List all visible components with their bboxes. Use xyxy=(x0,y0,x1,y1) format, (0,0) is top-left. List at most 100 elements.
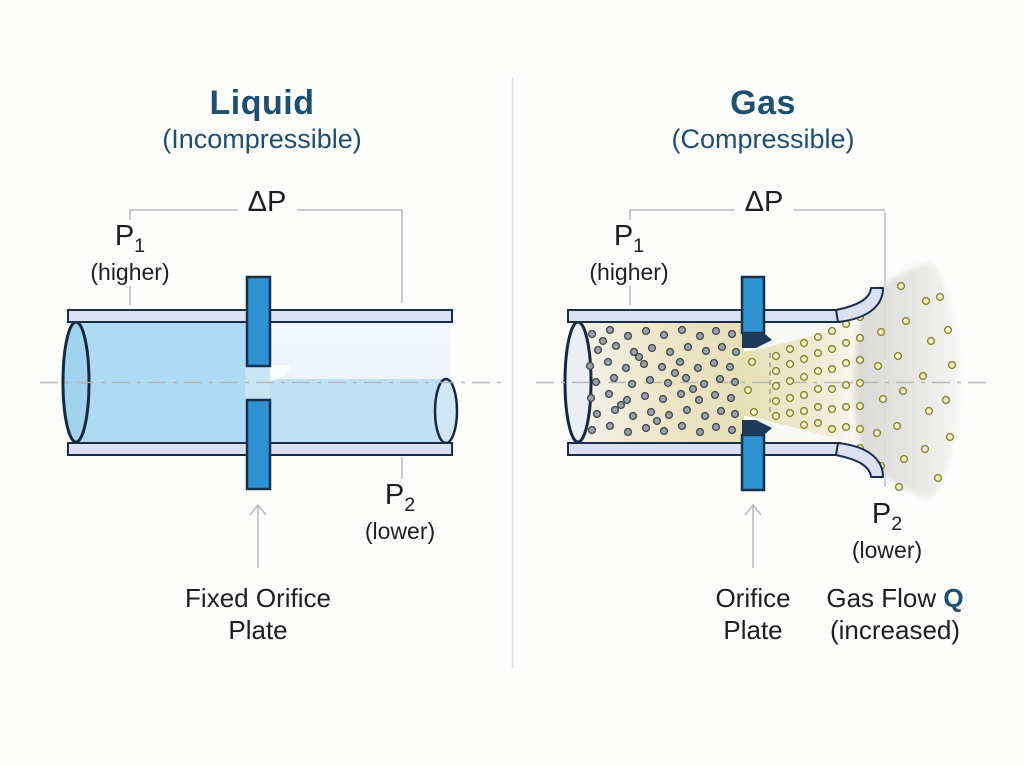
left-p2-note: (lower) xyxy=(360,517,440,545)
gas-molecule-dot xyxy=(926,336,936,346)
gas-molecule-dot xyxy=(621,363,631,373)
gas-molecule-dot xyxy=(827,344,837,354)
gas-molecule-dot xyxy=(682,405,692,415)
gas-molecules-upstream xyxy=(585,325,741,437)
gas-molecule-dot xyxy=(727,329,737,339)
right-p1-note: (higher) xyxy=(585,258,673,286)
left-p1-note: (higher) xyxy=(86,258,174,286)
gas-molecule-dot xyxy=(609,373,619,383)
gas-molecule-dot xyxy=(677,421,687,431)
left-delta-p-label: ΔP xyxy=(237,186,297,219)
gas-molecule-dot xyxy=(876,327,886,337)
gas-molecule-dot xyxy=(730,377,740,387)
gas-molecule-dot xyxy=(623,427,633,437)
gas-molecule-dot xyxy=(785,344,795,354)
gas-molecule-dot xyxy=(715,374,725,384)
gas-molecule-dot xyxy=(677,325,687,335)
left-orifice-plate xyxy=(245,275,272,491)
right-plate-caption: Orifice Plate xyxy=(715,582,790,646)
gas-molecule-dot xyxy=(749,407,759,417)
gas-molecule-dot xyxy=(785,408,795,418)
gas-molecule-dot xyxy=(591,377,601,387)
gas-molecule-dot xyxy=(605,325,615,335)
gas-molecule-dot xyxy=(664,410,674,420)
gas-molecule-dot xyxy=(711,326,721,336)
left-plate-bottom xyxy=(245,398,272,491)
gas-molecule-dot xyxy=(623,331,633,341)
gas-molecule-dot xyxy=(646,407,656,417)
right-pipe-bottom-wall xyxy=(567,442,841,456)
left-p2-subscript: 2 xyxy=(404,493,416,516)
right-p2-label: P2 (lower) xyxy=(847,498,927,564)
gas-molecule-dot xyxy=(641,326,651,336)
gas-molecule-dot xyxy=(841,338,851,348)
gas-molecule-dot xyxy=(658,394,668,404)
gas-molecule-dot xyxy=(771,351,781,361)
gas-molecule-dot xyxy=(827,404,837,414)
right-plate-top xyxy=(740,275,766,335)
right-p2-note: (lower) xyxy=(847,536,927,564)
left-plate-top xyxy=(245,275,272,368)
gas-molecule-dot xyxy=(892,421,902,431)
gas-molecule-dot xyxy=(639,359,649,369)
gas-expansion-fan xyxy=(854,262,960,500)
left-subtitle: (Incompressible) xyxy=(162,124,362,154)
gas-molecule-dot xyxy=(725,362,735,372)
right-p1-label: P1 (higher) xyxy=(585,220,673,286)
left-plate-caption-line2: Plate xyxy=(228,615,288,645)
gas-molecule-dot xyxy=(920,444,930,454)
gas-flow-label: Gas Flow Q (increased) xyxy=(826,582,963,646)
liquid-stream-end-cap xyxy=(433,377,459,445)
gas-molecule-dot xyxy=(616,400,626,410)
gas-molecule-dot xyxy=(675,357,685,367)
right-subtitle: (Compressible) xyxy=(671,124,855,154)
gas-molecule-dot xyxy=(827,364,837,374)
left-p2-symbol: P xyxy=(384,479,405,511)
gas-molecule-dot xyxy=(947,360,957,370)
right-plate-arrow-head xyxy=(744,503,762,516)
right-plate-caption-line1: Orifice xyxy=(715,583,791,613)
gas-molecule-dot xyxy=(855,355,865,365)
gas-molecule-dot xyxy=(873,361,883,371)
gas-molecule-dot xyxy=(709,358,719,368)
gas-molecule-dot xyxy=(611,341,621,351)
gas-molecule-dot xyxy=(855,401,865,411)
gas-molecule-dot xyxy=(657,362,667,372)
gas-molecule-dot xyxy=(827,424,837,434)
gas-molecule-dot xyxy=(813,332,823,342)
left-p1-subscript: 1 xyxy=(134,234,146,257)
gas-molecule-dot xyxy=(813,402,823,412)
gas-molecule-dot xyxy=(605,421,615,431)
gas-molecule-dot xyxy=(799,372,809,382)
gas-molecule-dot xyxy=(813,348,823,358)
gas-molecule-dot xyxy=(640,391,650,401)
gas-molecule-dot xyxy=(771,381,781,391)
gas-molecule-dot xyxy=(693,363,703,373)
right-plate-top-bevel xyxy=(742,333,772,348)
gas-flow-symbol: Q xyxy=(943,583,964,613)
gas-molecule-dot xyxy=(731,347,741,357)
gas-molecule-dot xyxy=(645,375,655,385)
gas-molecule-dot xyxy=(628,411,638,421)
gas-molecule-dot xyxy=(701,346,711,356)
gas-molecule-dot xyxy=(695,331,705,341)
gas-molecule-dot xyxy=(670,368,680,378)
gas-molecule-dot xyxy=(699,379,709,389)
gas-molecule-dot xyxy=(603,357,613,367)
gas-flow-note: (increased) xyxy=(829,615,961,645)
gas-molecule-dot xyxy=(730,409,740,419)
gas-molecule-dot xyxy=(827,326,837,336)
gas-molecule-dot xyxy=(710,390,720,400)
left-title: Liquid xyxy=(209,84,315,122)
gas-molecule-dot xyxy=(629,347,639,357)
gas-molecule-dot xyxy=(841,402,851,412)
right-p2-subscript: 2 xyxy=(891,512,903,535)
gas-molecule-dot xyxy=(593,345,603,355)
right-title: Gas xyxy=(730,84,796,122)
gas-molecule-dot xyxy=(676,389,686,399)
gas-molecule-dot xyxy=(585,361,595,371)
gas-molecule-dot xyxy=(918,371,928,381)
gas-molecule-dot xyxy=(663,378,673,388)
gas-molecule-dot xyxy=(935,292,945,302)
gas-molecule-dot xyxy=(634,352,644,362)
